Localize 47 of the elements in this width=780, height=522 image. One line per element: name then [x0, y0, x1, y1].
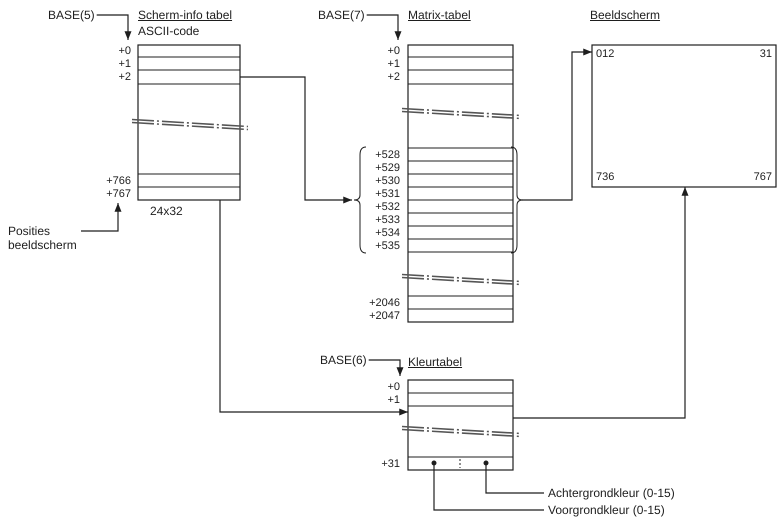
arrow	[81, 203, 122, 232]
offset-label: +535	[375, 240, 400, 252]
offset-label: +0	[387, 45, 400, 57]
table-title: Matrix-tabel	[408, 8, 471, 22]
arrow	[366, 14, 402, 40]
leader-line	[484, 460, 544, 494]
arrow	[96, 14, 132, 40]
annotation-text: BASE(5)	[48, 8, 95, 22]
offset-label: +0	[387, 380, 400, 392]
table-title: Kleurtabel	[408, 355, 462, 369]
offset-label: +0	[118, 45, 131, 57]
offset-label: +1	[387, 394, 400, 406]
column-heading: ASCII-code	[138, 24, 200, 38]
position-number: 012	[596, 47, 614, 61]
offset-label: +531	[375, 188, 400, 200]
offset-label: +533	[375, 214, 400, 226]
offset-label: +532	[375, 200, 400, 212]
offset-label: +2	[387, 71, 400, 83]
offset-label: +766	[106, 174, 131, 186]
offset-label: +529	[375, 162, 400, 174]
offset-label: +528	[375, 148, 400, 160]
offset-label: +534	[375, 226, 400, 238]
annotation-text: BASE(7)	[318, 8, 365, 22]
annotation-text: Voorgrondkleur (0-15)	[548, 503, 665, 517]
arrow	[240, 76, 352, 204]
arrow	[513, 187, 688, 419]
annotation-text: Posities beeldscherm	[8, 224, 78, 252]
arrow	[219, 200, 408, 416]
offset-label: +2	[118, 71, 131, 83]
offset-label: +1	[387, 58, 400, 70]
offset-label: +2047	[369, 310, 400, 322]
leader-line	[432, 460, 544, 511]
table-caption: 24x32	[150, 204, 183, 218]
arrow	[368, 359, 404, 376]
screen-title: Beeldscherm	[590, 8, 660, 22]
offset-label: +530	[375, 174, 400, 186]
offset-label: +31	[381, 458, 400, 470]
annotation-text: BASE(6)	[320, 353, 367, 367]
position-number: 31	[760, 47, 772, 61]
position-number: 736	[596, 170, 614, 184]
offset-label: +767	[106, 188, 131, 200]
table-title: Scherm-info tabel	[138, 8, 232, 22]
offset-label: +2046	[369, 296, 400, 308]
arrow	[522, 48, 592, 201]
annotation-text: Achtergrondkleur (0-15)	[548, 486, 675, 500]
offset-label: +1	[118, 58, 131, 70]
position-number: 767	[754, 170, 772, 184]
